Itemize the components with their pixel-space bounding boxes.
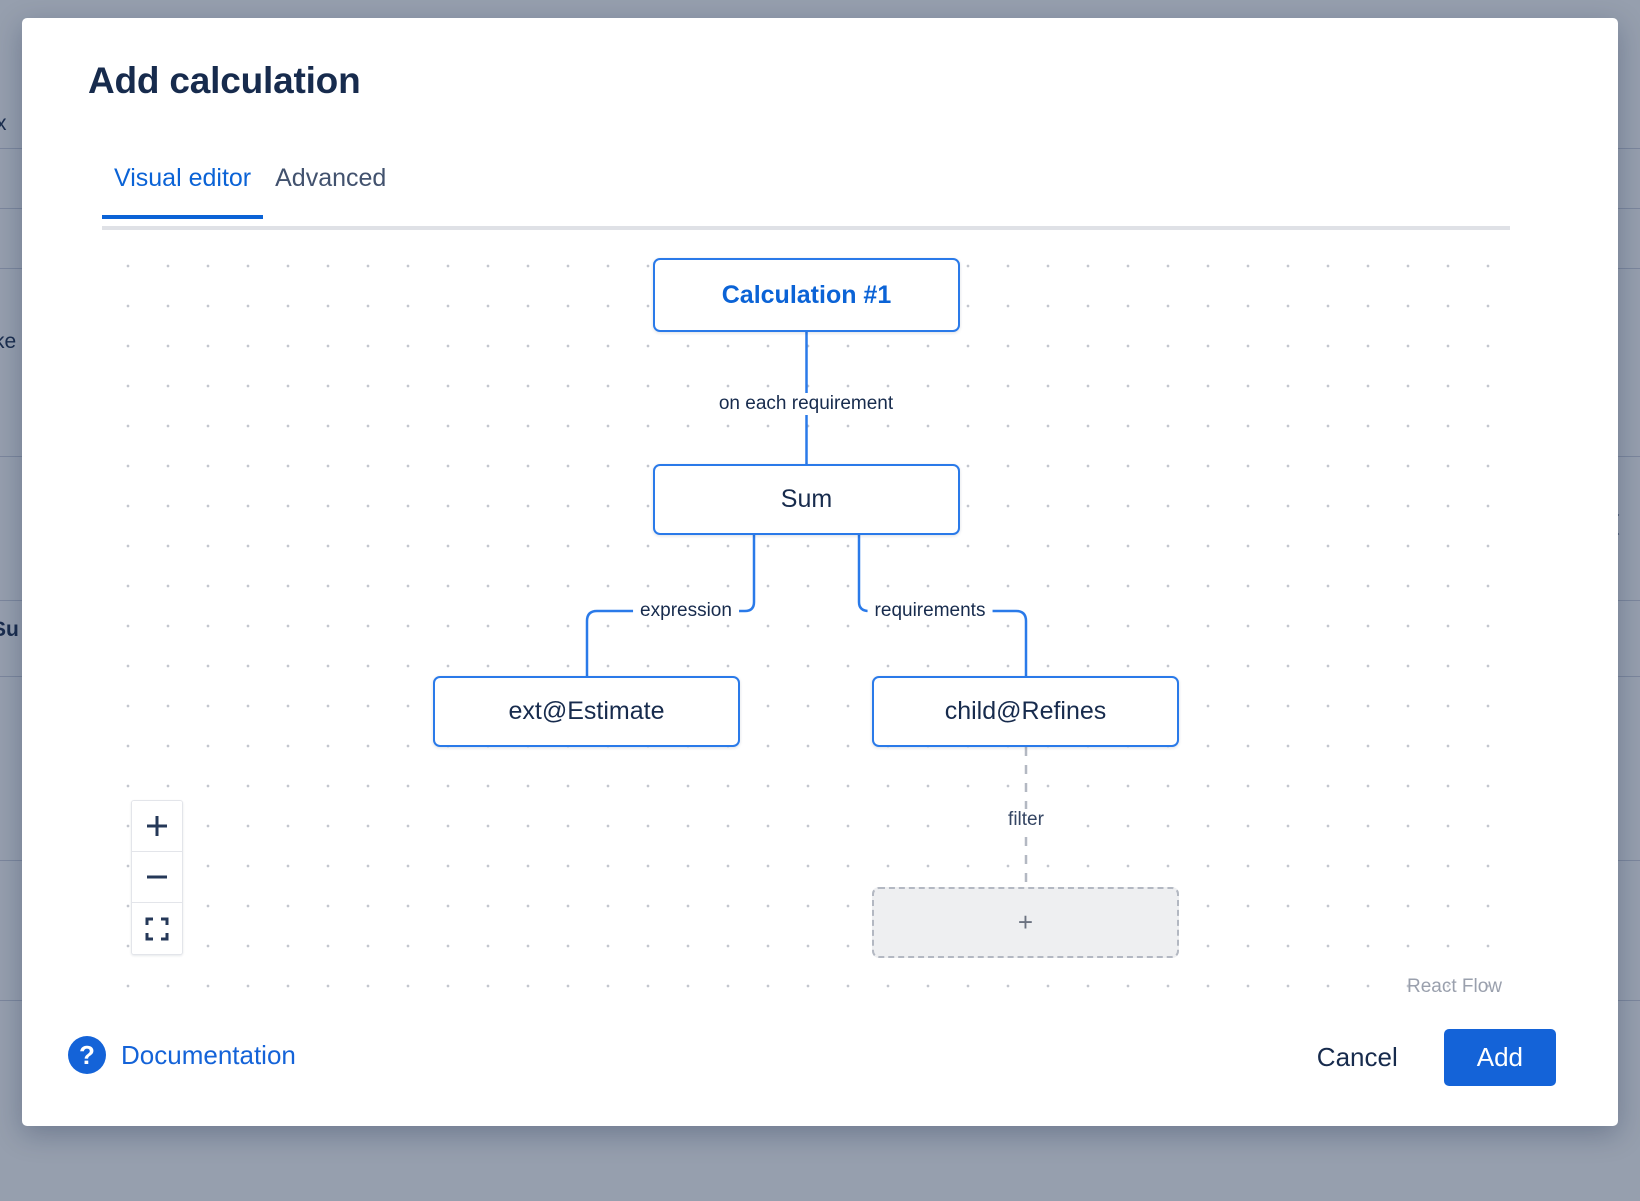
cancel-button[interactable]: Cancel [1295,1030,1420,1085]
minus-icon [144,864,170,890]
plus-icon [144,813,170,839]
flow-node-expression[interactable]: ext@Estimate [433,676,740,747]
footer-actions: Cancel Add [1295,1029,1556,1086]
flow-node-requirements[interactable]: child@Refines [872,676,1179,747]
documentation-label: Documentation [121,1039,296,1070]
question-mark-icon: ? [68,1036,106,1074]
edge-label-sum-expression: expression [633,600,739,622]
edge-label-sum-requirements: requirements [867,600,993,622]
fit-view-button[interactable] [132,903,182,954]
background-text-fragment: Su [0,618,19,641]
edge-label-root-sum: on each requirement [711,393,901,415]
page-title: Add calculation [88,60,361,101]
fit-view-icon [144,916,170,942]
zoom-out-button[interactable] [132,852,182,903]
flow-node-sum[interactable]: Sum [653,464,960,535]
add-button[interactable]: Add [1443,1029,1556,1086]
background-text-fragment: ke [0,330,17,353]
edge-label-requirements-filter: filter [1001,809,1051,831]
flow-canvas[interactable]: Calculation #1 Sum ext@Estimate child@Refin… [102,234,1510,1004]
flow-node-filter-add[interactable]: + [872,887,1179,958]
background-text-fragment: x [0,112,7,135]
documentation-link[interactable]: ? Documentation [68,1036,296,1074]
tab-visual-editor[interactable]: Visual editor [102,158,264,219]
dialog-footer: ? Documentation Cancel Add [22,1002,1618,1126]
tab-advanced[interactable]: Advanced [263,158,398,215]
edge-layer [585,332,1028,887]
react-flow-attribution[interactable]: React Flow [1406,976,1502,997]
zoom-controls [131,800,183,955]
flow-node-root[interactable]: Calculation #1 [653,258,960,332]
zoom-in-button[interactable] [132,801,182,852]
